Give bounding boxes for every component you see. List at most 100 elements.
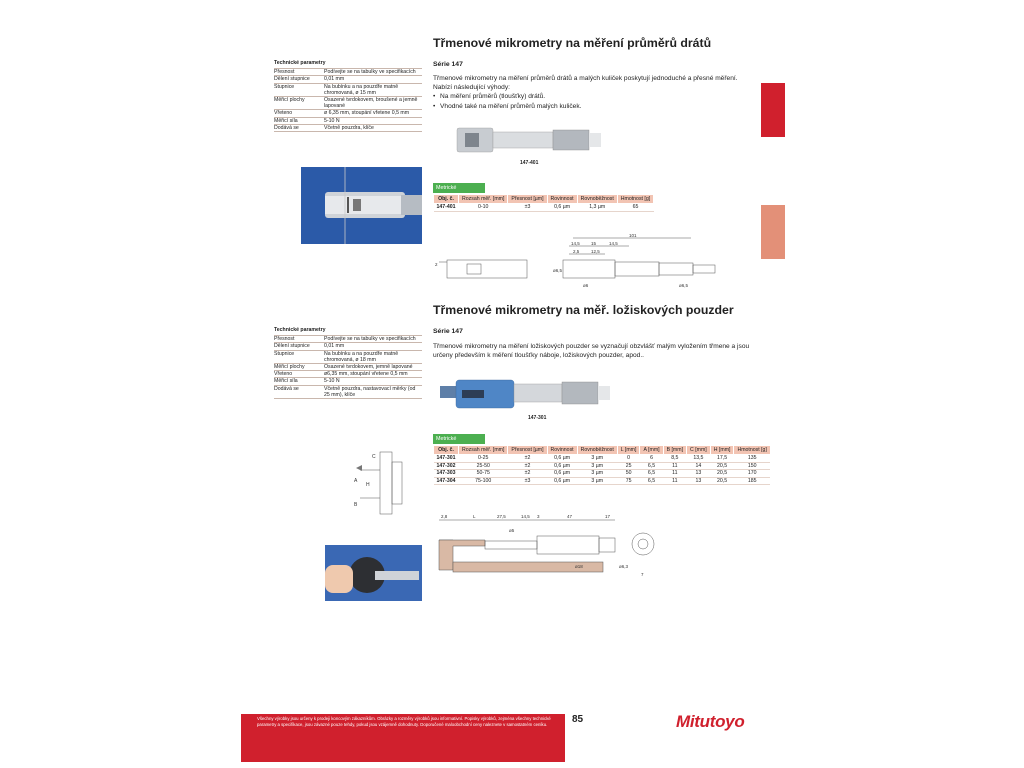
spec-value: 5-10 N: [324, 378, 340, 385]
dim-label: 101: [629, 233, 637, 238]
mitutoyo-logo: Mitutoyo: [676, 712, 745, 731]
table-cell: 11: [663, 477, 687, 485]
micrometer-147-401-image: [456, 127, 601, 153]
metric-tag-2: Metrické: [433, 434, 485, 444]
drawing-147-301: 2,8 L 27,5 14,5 3 47 17 ø5 ø18 ø6,3 7: [438, 514, 655, 577]
spec-key: Dodává se: [274, 385, 299, 392]
micrometer-147-301-image: [440, 379, 610, 409]
table-header: H [mm]: [709, 445, 735, 455]
page-number: 85: [572, 714, 584, 725]
order-code: 147-301: [433, 454, 459, 463]
spec-key: Měřicí síla: [274, 117, 298, 124]
table-header: B [mm]: [662, 445, 688, 455]
table-cell: 3 µm: [577, 462, 618, 470]
spec-key: Měřicí plochy: [274, 97, 305, 104]
bushing-measure-drawing: C A H B: [354, 451, 403, 515]
table-cell: 0,6 µm: [547, 462, 578, 470]
table-header: Hmotnost [g]: [733, 445, 771, 455]
bullet-item: Na měření průměrů (tloušťky) drátů.: [433, 92, 753, 101]
table-cell: 1,3 µm: [577, 203, 618, 212]
table-header: A [mm]: [639, 445, 664, 455]
table-147-3xx: Obj. č.Rozsah měř. [mm]Přesnost [µm]Rovi…: [432, 445, 771, 485]
dim-label: 12,5: [591, 249, 600, 254]
spec-value: 5-10 N: [324, 117, 340, 124]
table-cell: 6,5: [639, 477, 664, 485]
dim-label: 14,5: [521, 514, 530, 519]
dim-label: L: [473, 514, 476, 519]
spec-title: Technické parametry: [274, 327, 326, 333]
photo-caption-147-401: 147-401: [520, 160, 539, 166]
section1-desc-text: Třmenové mikrometry na měření průměrů dr…: [433, 75, 738, 92]
table-header: Přesnost [µm]: [507, 194, 548, 204]
bushing-micrometer-photo-art: [325, 545, 422, 601]
table-cell: 185: [733, 477, 771, 485]
wire-micrometer-photo-art: [301, 167, 422, 244]
spec-key: Stupnice: [274, 83, 295, 90]
table-cell: 17,5: [710, 454, 734, 463]
dim-label: ø6: [583, 283, 589, 288]
spec-value: Na bubínku a na pouzdře matně chromovaná…: [324, 350, 399, 363]
table-cell: 6,5: [639, 462, 664, 470]
spec-key: Dělení stupnice: [274, 343, 310, 350]
table-cell: 11: [663, 469, 687, 478]
section1-series: Série 147: [433, 61, 463, 68]
section1-description: Třmenové mikrometry na měření průměrů dr…: [433, 74, 753, 111]
table-header: Rovnoběžnost: [576, 445, 618, 455]
table-cell: 3 µm: [577, 477, 618, 485]
spec-value: Na bubínku a na pouzdře matně chromovaná…: [324, 83, 399, 96]
spec-key: Měřicí plochy: [274, 364, 305, 371]
spec-key: Dělení stupnice: [274, 76, 310, 83]
table-cell: 20,5: [710, 462, 734, 470]
order-code: 147-302: [433, 462, 459, 470]
spec-value: ø6,35 mm, stoupání vřetene 0,5 mm: [324, 371, 408, 378]
dim-label: 3: [537, 514, 540, 519]
table-cell: 11: [663, 462, 687, 470]
section-tab-salmon[interactable]: [761, 205, 785, 259]
bushing-micrometer-photo: [325, 545, 422, 601]
table-cell: 8,5: [663, 454, 687, 463]
table-cell: 135: [733, 454, 771, 463]
table-cell: ±2: [507, 454, 548, 463]
table-cell: 20,5: [710, 469, 734, 478]
table-cell: 6: [639, 454, 664, 463]
dim-label: 15: [591, 241, 597, 246]
wire-micrometer-photo: [301, 167, 422, 244]
table-cell: 0,6 µm: [547, 203, 578, 212]
dim-label: ø6,3: [619, 564, 629, 569]
table-cell: 0,6 µm: [547, 469, 578, 478]
spec-row: Stupnice Na bubínku a na pouzdře matně ch…: [274, 82, 422, 96]
spec-key: Přesnost: [274, 336, 295, 343]
table-cell: 14: [686, 462, 711, 470]
table-cell: 3 µm: [577, 469, 618, 478]
metric-tag-1: Metrické: [433, 183, 485, 193]
table-header: Rozsah měř. [mm]: [458, 194, 509, 204]
table-header: Rovnoběžnost: [576, 194, 618, 204]
table-header: Hmotnost [g]: [616, 194, 655, 204]
table-cell: 3 µm: [577, 454, 618, 463]
order-code: 147-303: [433, 469, 459, 478]
table-header: Rozsah měř. [mm]: [458, 445, 509, 455]
spec-value: ø 6,35 mm, stoupání vřetene 0,5 mm: [324, 110, 410, 117]
table-cell: 0-25: [458, 454, 508, 463]
dim-label: 17: [605, 514, 611, 519]
order-code: 147-401: [433, 203, 459, 212]
table-cell: 0: [617, 454, 640, 463]
dim-label: 2,5: [573, 249, 580, 254]
dim-label: C: [372, 454, 376, 460]
dim-label: 14,5: [571, 241, 580, 246]
spec-value: Včetně pouzdra, nastavovací měrky (od 25…: [324, 385, 416, 398]
section-tab-red[interactable]: [761, 83, 785, 137]
table-cell: 0-10: [458, 203, 508, 212]
dim-label: ø18: [575, 564, 583, 569]
section1-title: Třmenové mikrometry na měření průměrů dr…: [433, 36, 712, 50]
spec-value: Podívejte se na tabulky ve specifikacích: [324, 69, 416, 76]
